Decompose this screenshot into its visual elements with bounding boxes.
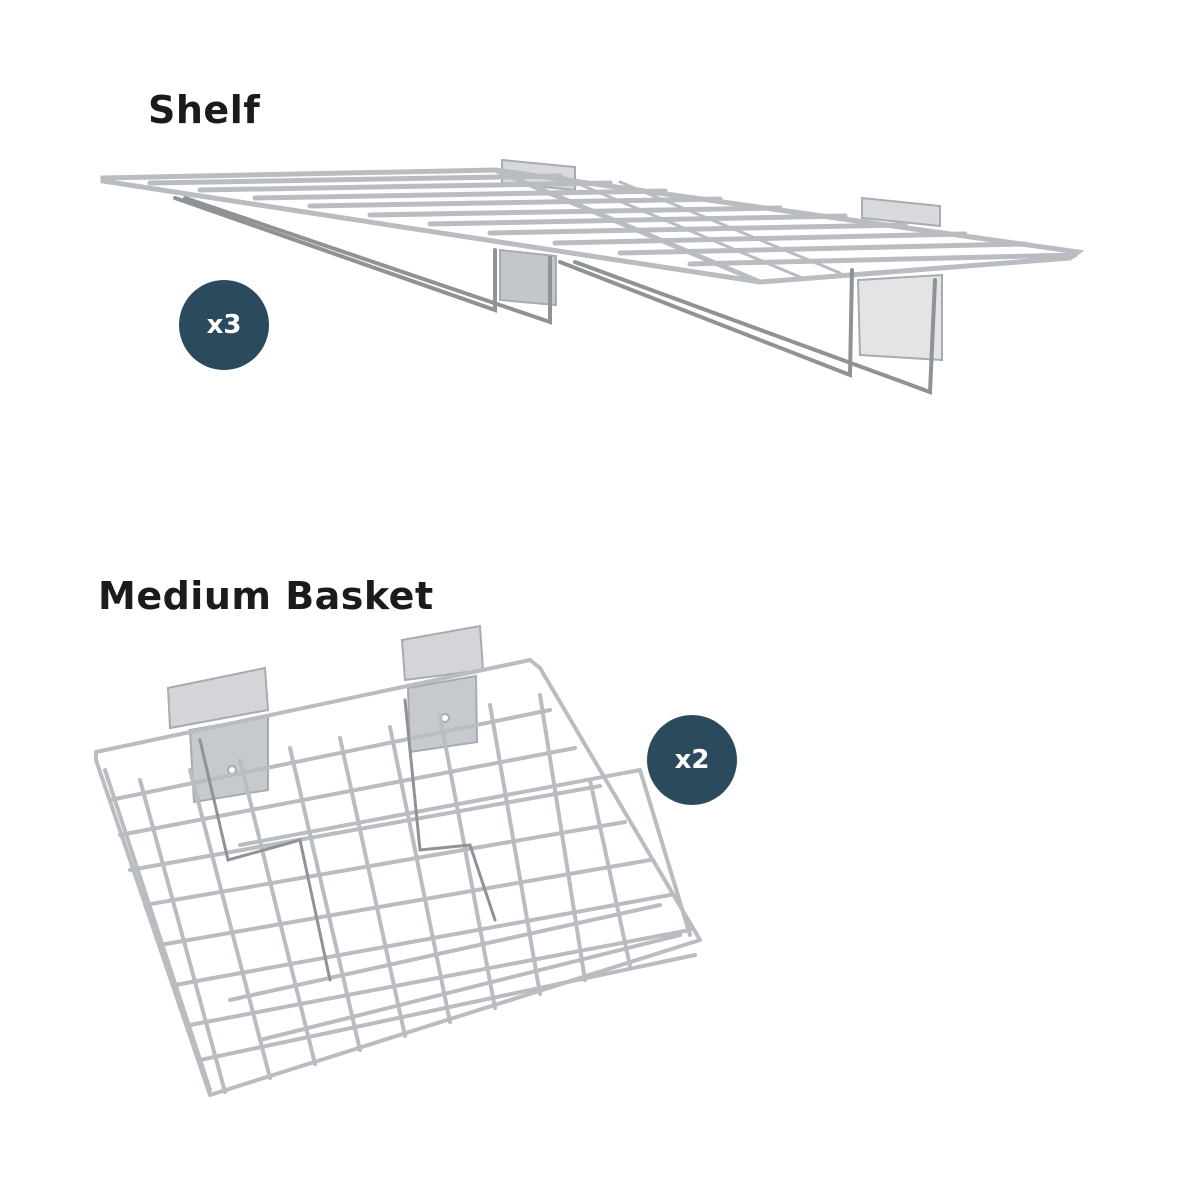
shelf-support-arms	[173, 196, 937, 395]
shelf-quantity: x3	[206, 310, 242, 340]
basket-title: Medium Basket	[98, 574, 434, 618]
basket-inner-hooks	[198, 698, 497, 982]
basket-quantity: x2	[674, 745, 710, 775]
shelf-title: Shelf	[148, 88, 261, 132]
basket-wire-frame	[94, 658, 702, 1097]
shelf-wire-grid	[100, 167, 1085, 285]
shelf-quantity-badge: x3	[179, 280, 269, 370]
basket-quantity-badge: x2	[647, 715, 737, 805]
